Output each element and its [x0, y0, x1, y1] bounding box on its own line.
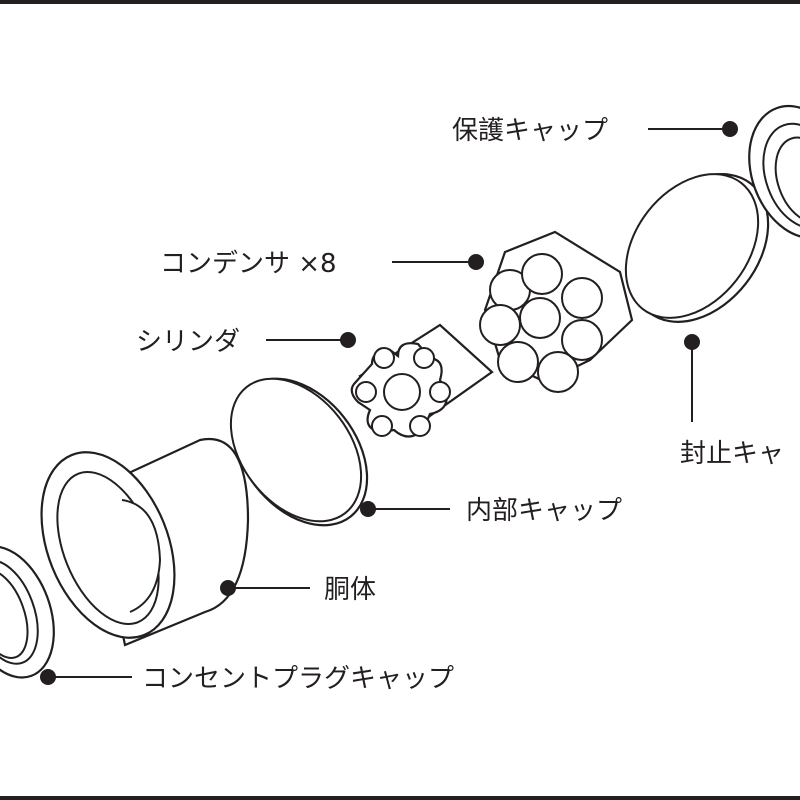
label-body: 胴体 — [324, 575, 376, 605]
inner-cap-part — [229, 377, 369, 527]
leader-body — [220, 580, 310, 596]
leader-inner-cap — [360, 501, 450, 517]
capacitor-8 — [537, 351, 579, 393]
capacitor-5 — [519, 297, 561, 339]
capacitor-3 — [561, 277, 603, 319]
leader-capacitor — [392, 254, 484, 270]
capacitors-part — [479, 230, 634, 393]
label-inner-cap: 内部キャップ — [466, 496, 622, 526]
top-border — [0, 0, 800, 4]
label-sealing-cap: 封止キャ — [680, 439, 784, 469]
capacitor-4 — [479, 304, 521, 346]
cylinder-part — [350, 323, 494, 438]
body-part — [40, 437, 250, 647]
leader-cylinder — [266, 332, 356, 348]
leader-outlet-plug-cap — [40, 669, 132, 685]
label-capacitor: コンデンサ ×8 — [160, 249, 337, 279]
label-outlet-plug-cap: コンセントプラグキャップ — [142, 664, 454, 694]
sealing-cap-part — [624, 173, 770, 323]
outlet-plug-cap-part — [0, 545, 55, 679]
label-protective-cap: 保護キャップ — [452, 116, 608, 146]
label-cylinder: シリンダ — [136, 327, 240, 357]
capacitor-2 — [521, 253, 563, 295]
leader-protective-cap — [648, 121, 738, 137]
protective-cap-part — [748, 104, 800, 240]
leader-sealing-cap — [684, 334, 700, 422]
capacitor-6 — [561, 319, 603, 361]
capacitor-7 — [497, 341, 539, 383]
bottom-border — [0, 796, 800, 800]
